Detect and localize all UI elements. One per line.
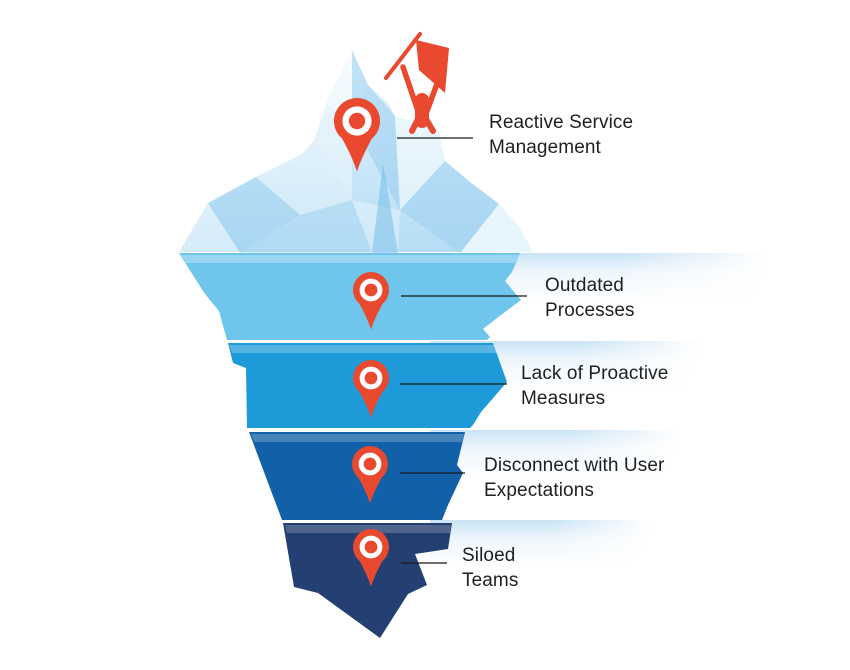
iceberg-layer-outdated-processes [179, 253, 521, 340]
person-with-flag-icon [384, 32, 449, 134]
label-outdated-processes: Outdated Processes [545, 275, 635, 321]
leader-lines [397, 137, 527, 564]
label-reactive-service-management: Reactive Service Management [489, 112, 634, 158]
label-disconnect-with-user-expectations: Disconnect with User Expectations [484, 455, 665, 501]
label-lack-of-proactive-measures: Lack of Proactive Measures [521, 363, 669, 409]
label-siloed-teams: Siloed Teams [462, 545, 519, 591]
iceberg-layer-siloed-teams [283, 523, 452, 638]
